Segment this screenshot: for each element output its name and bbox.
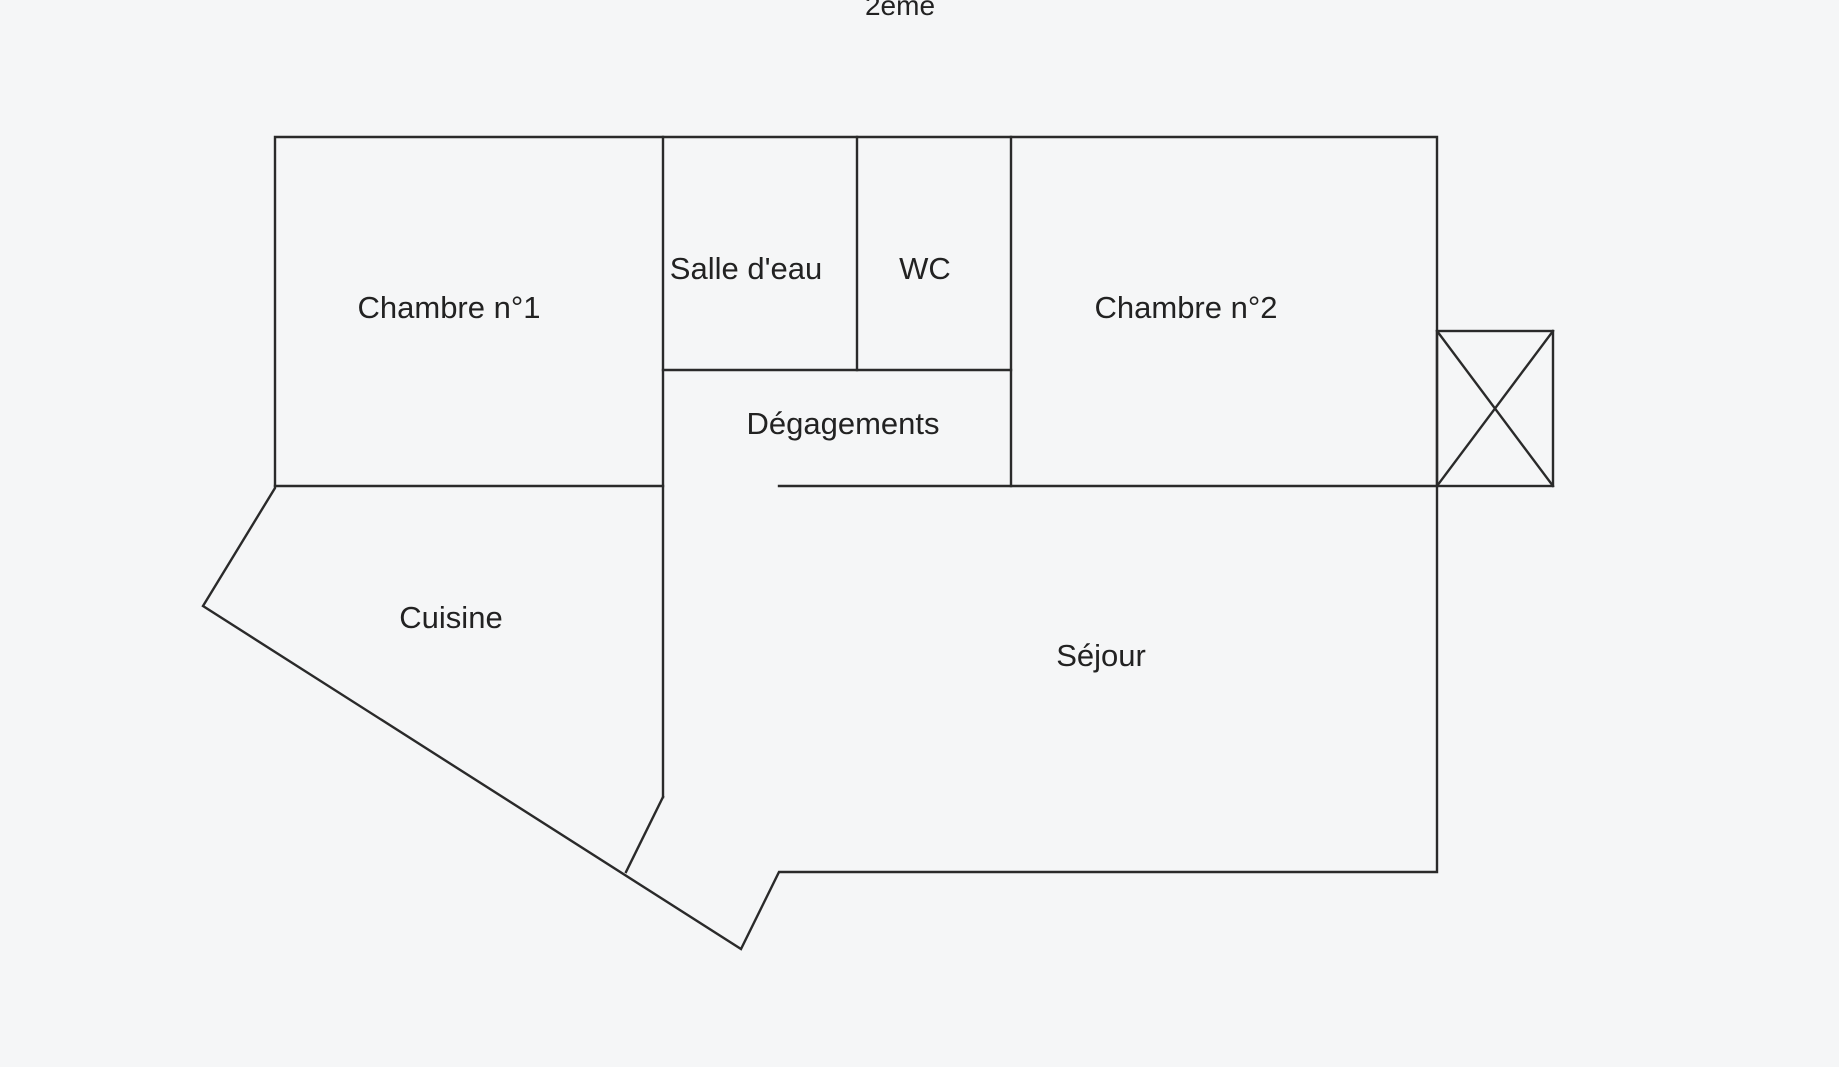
label-salle-eau: Salle d'eau	[670, 251, 822, 286]
outer-wall	[201, 135, 1439, 951]
shaft-box	[1435, 329, 1555, 488]
label-cuisine: Cuisine	[399, 600, 502, 635]
walls	[201, 135, 1439, 951]
label-degagements: Dégagements	[746, 406, 939, 441]
label-wc: WC	[899, 251, 951, 286]
label-chambre-1: Chambre n°1	[358, 290, 541, 325]
label-sejour: Séjour	[1056, 638, 1146, 673]
wall-cuisine-southeast	[624, 795, 665, 874]
floor-title: 2ème	[865, 0, 935, 21]
label-chambre-2: Chambre n°2	[1095, 290, 1278, 325]
